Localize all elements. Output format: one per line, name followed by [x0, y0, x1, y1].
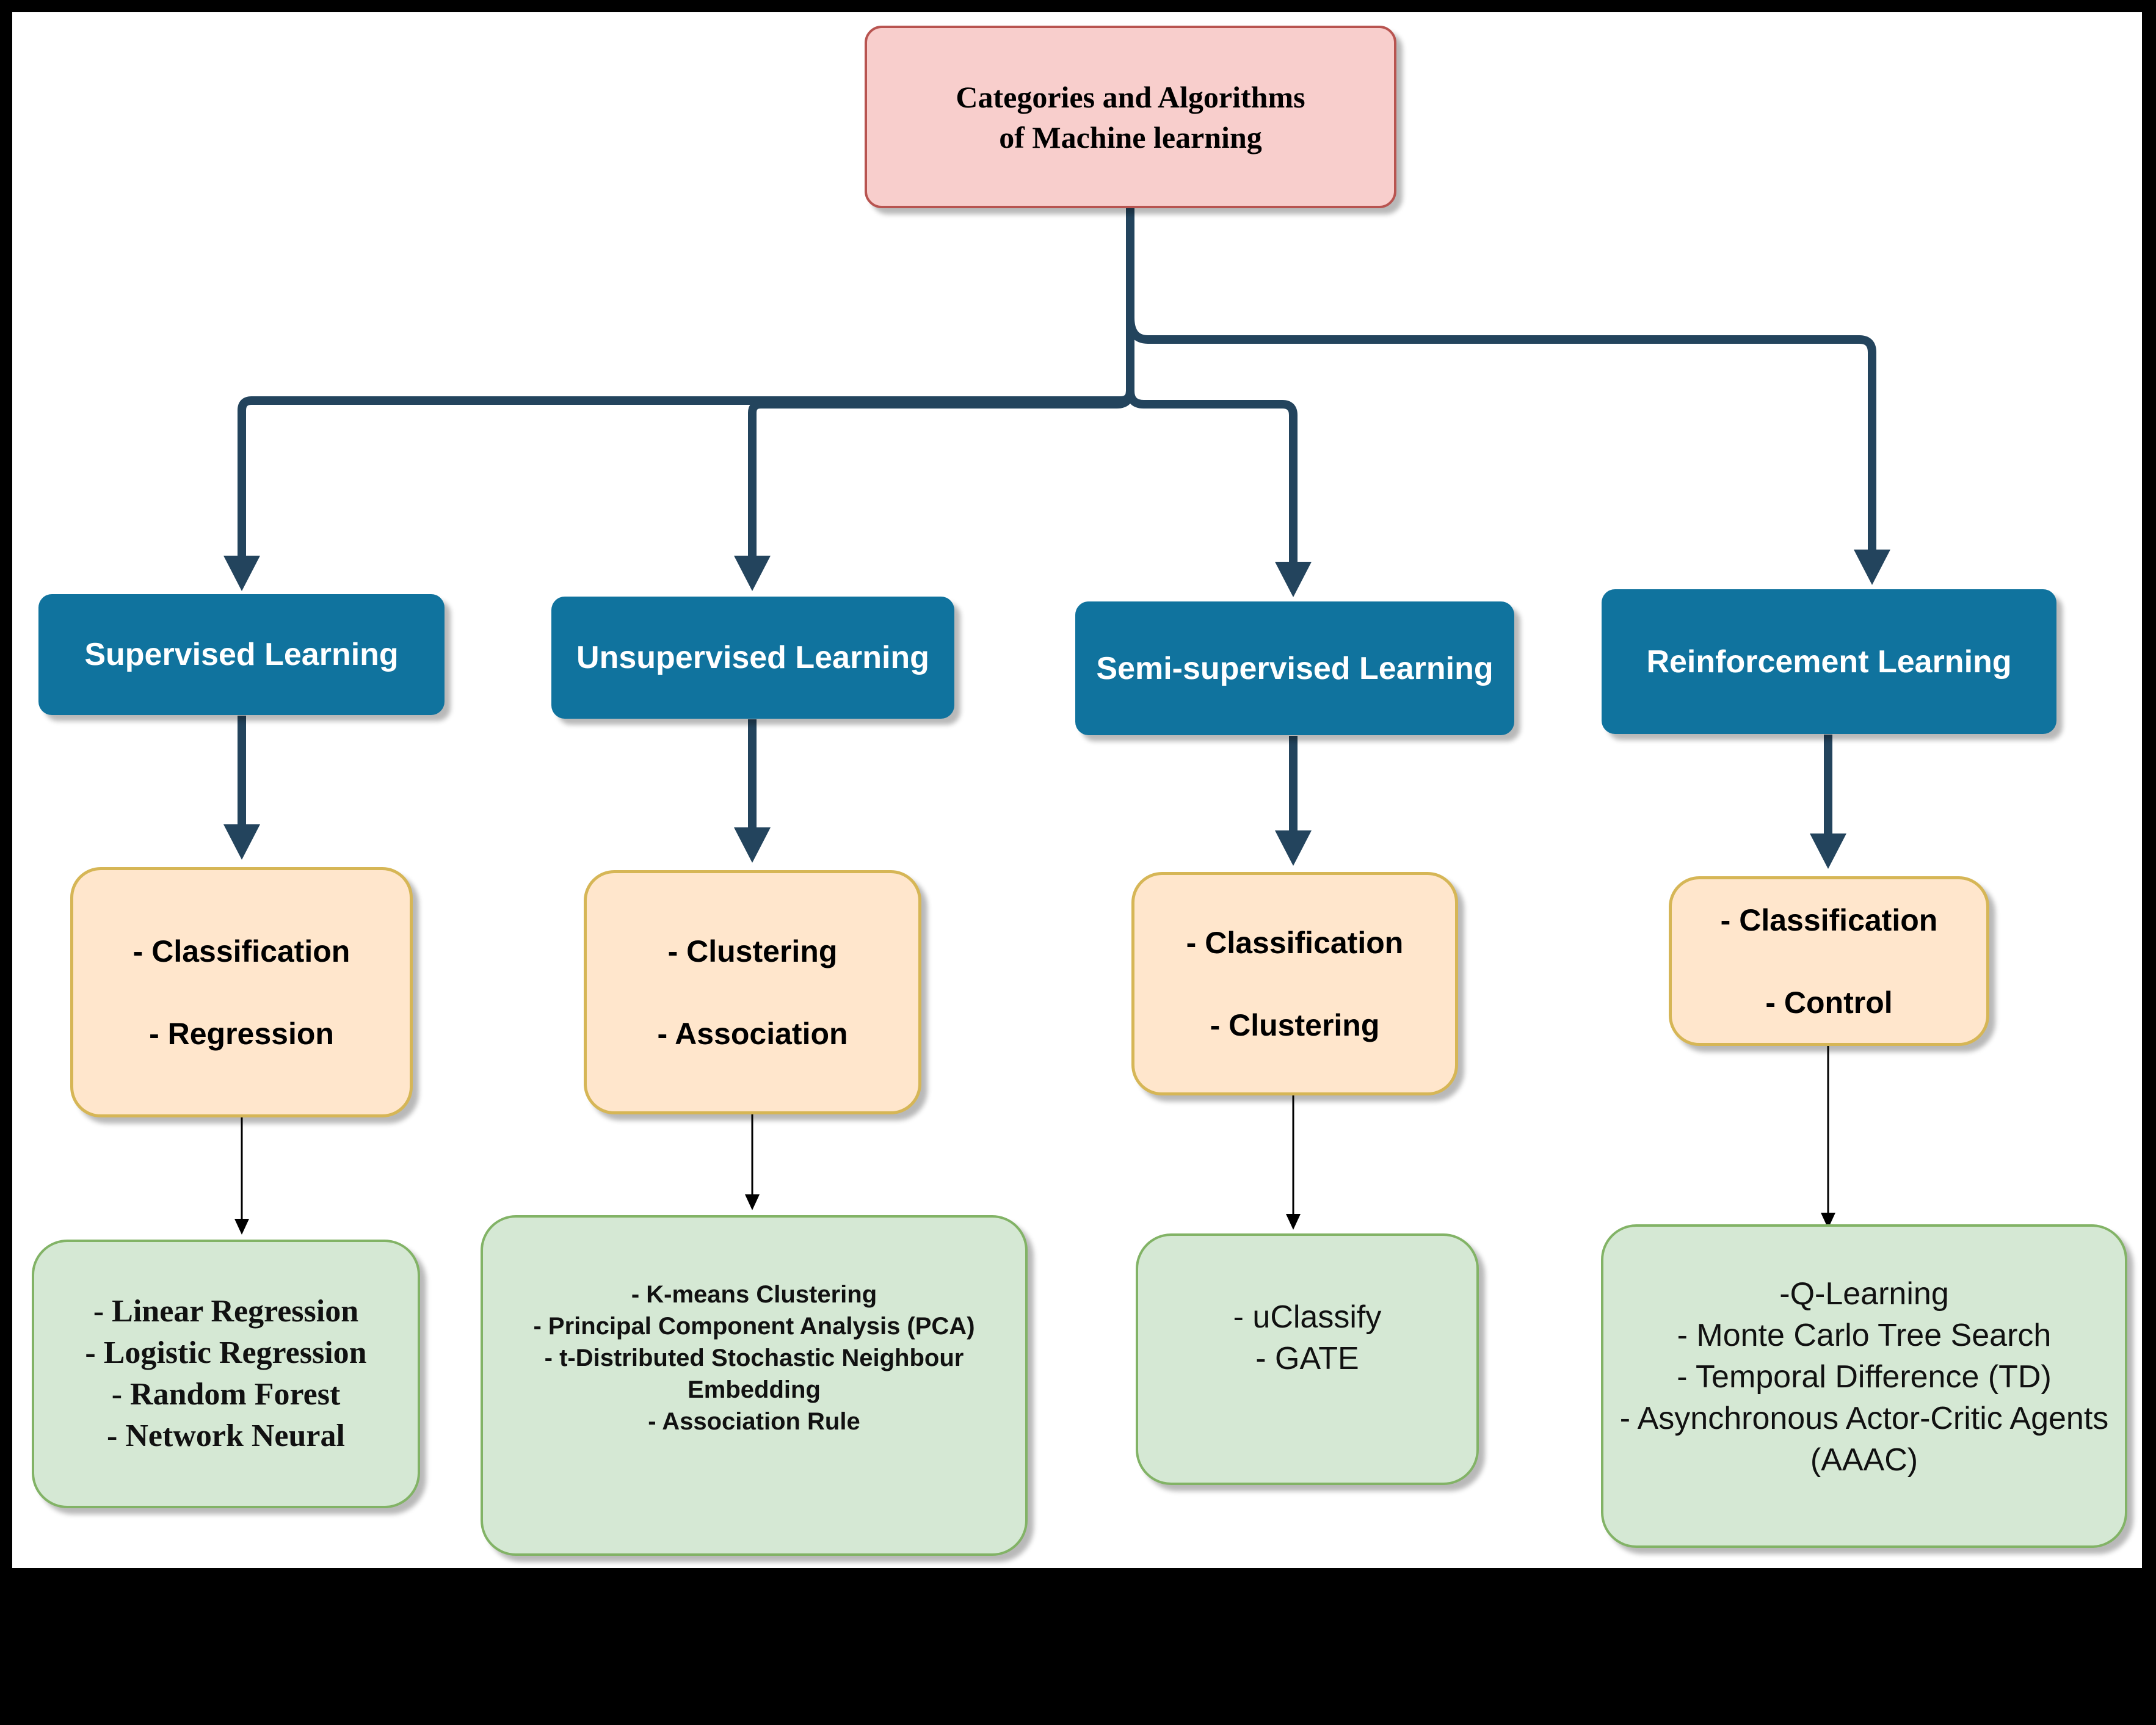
algorithm-item: - Network Neural — [107, 1418, 345, 1453]
category-title: Semi-supervised Learning — [1096, 650, 1494, 686]
algorithm-item: - Association Rule — [648, 1408, 860, 1435]
task-item: - Classification — [1186, 925, 1404, 960]
root-node: Categories and Algorithms of Machine lea… — [865, 26, 1396, 208]
root-title-line2: of Machine learning — [999, 120, 1262, 154]
algorithm-item: -Q-Learning — [1779, 1276, 1949, 1312]
tasks-supervised: - Classification - Regression — [70, 867, 413, 1117]
algorithm-item: (AAAC) — [1810, 1442, 1918, 1478]
category-semi-supervised: Semi-supervised Learning — [1075, 601, 1514, 735]
category-supervised: Supervised Learning — [38, 594, 445, 715]
algorithms-unsupervised: - K-means Clustering - Principal Compone… — [481, 1215, 1028, 1556]
algorithm-item: - Logistic Regression — [85, 1335, 367, 1370]
category-unsupervised: Unsupervised Learning — [551, 597, 954, 719]
tasks-unsupervised: - Clustering - Association — [584, 870, 921, 1114]
category-title: Unsupervised Learning — [576, 640, 929, 675]
algorithm-item: - uClassify — [1233, 1299, 1382, 1335]
task-item: - Association — [657, 1016, 848, 1051]
algorithm-item: - K-means Clustering — [631, 1281, 877, 1308]
task-item: - Clustering — [667, 934, 838, 968]
category-title: Reinforcement Learning — [1646, 644, 2012, 680]
task-item: - Classification — [1720, 902, 1938, 937]
category-title: Supervised Learning — [84, 637, 399, 672]
algorithm-item: - Principal Component Analysis (PCA) — [533, 1313, 975, 1340]
task-item: - Classification — [132, 934, 350, 968]
task-item: - Control — [1765, 985, 1893, 1020]
root-title-line1: Categories and Algorithms — [956, 79, 1305, 114]
algorithm-item: - Asynchronous Actor-Critic Agents — [1619, 1401, 2109, 1436]
task-item: - Clustering — [1210, 1008, 1380, 1042]
category-reinforcement: Reinforcement Learning — [1602, 589, 2056, 734]
algorithm-item: - GATE — [1255, 1341, 1359, 1376]
algorithms-reinforcement: -Q-Learning - Monte Carlo Tree Search - … — [1601, 1224, 2127, 1548]
algorithm-item: - Linear Regression — [93, 1294, 359, 1329]
algorithm-item: - Monte Carlo Tree Search — [1677, 1318, 2052, 1353]
tasks-semi-supervised: - Classification - Clustering — [1131, 872, 1458, 1095]
tasks-reinforcement: - Classification - Control — [1669, 876, 1989, 1046]
algorithm-item: - Temporal Difference (TD) — [1677, 1359, 2052, 1395]
algorithms-semi-supervised: - uClassify - GATE — [1136, 1233, 1479, 1485]
algorithm-item: - t-Distributed Stochastic Neighbour — [544, 1345, 964, 1371]
algorithm-item: - Random Forest — [111, 1377, 341, 1412]
task-item: - Regression — [149, 1016, 334, 1051]
algorithms-supervised: - Linear Regression - Logistic Regressio… — [32, 1240, 420, 1508]
algorithm-item: Embedding — [688, 1376, 821, 1403]
